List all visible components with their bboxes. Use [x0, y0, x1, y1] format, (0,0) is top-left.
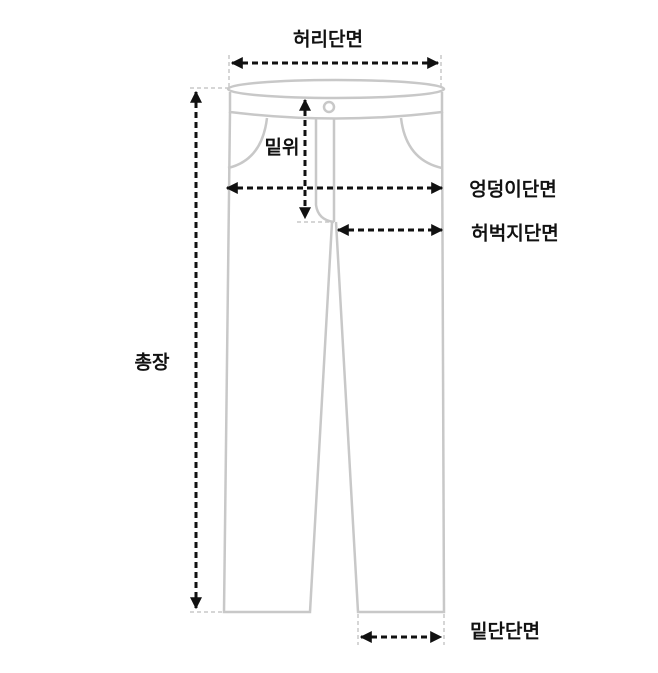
fly: [314, 118, 335, 224]
right-leg: [334, 111, 446, 614]
waist-label: 허리단면: [293, 28, 363, 51]
rise-label: 밑위: [264, 136, 300, 159]
waistband-top: [226, 78, 446, 100]
button-icon: [322, 100, 336, 114]
hip-label: 엉덩이단면: [469, 178, 557, 201]
measure-arrows: [190, 57, 444, 643]
left-leg: [222, 111, 334, 614]
right-pocket: [399, 117, 443, 170]
waistband: [228, 92, 444, 120]
pants-outline: [222, 78, 446, 614]
guide-lines: [190, 55, 445, 645]
thigh-label: 허벅지단면: [471, 222, 559, 245]
hem-label: 밑단단면: [470, 620, 540, 643]
left-pocket: [227, 117, 269, 170]
total-length-label: 총장: [134, 351, 170, 374]
